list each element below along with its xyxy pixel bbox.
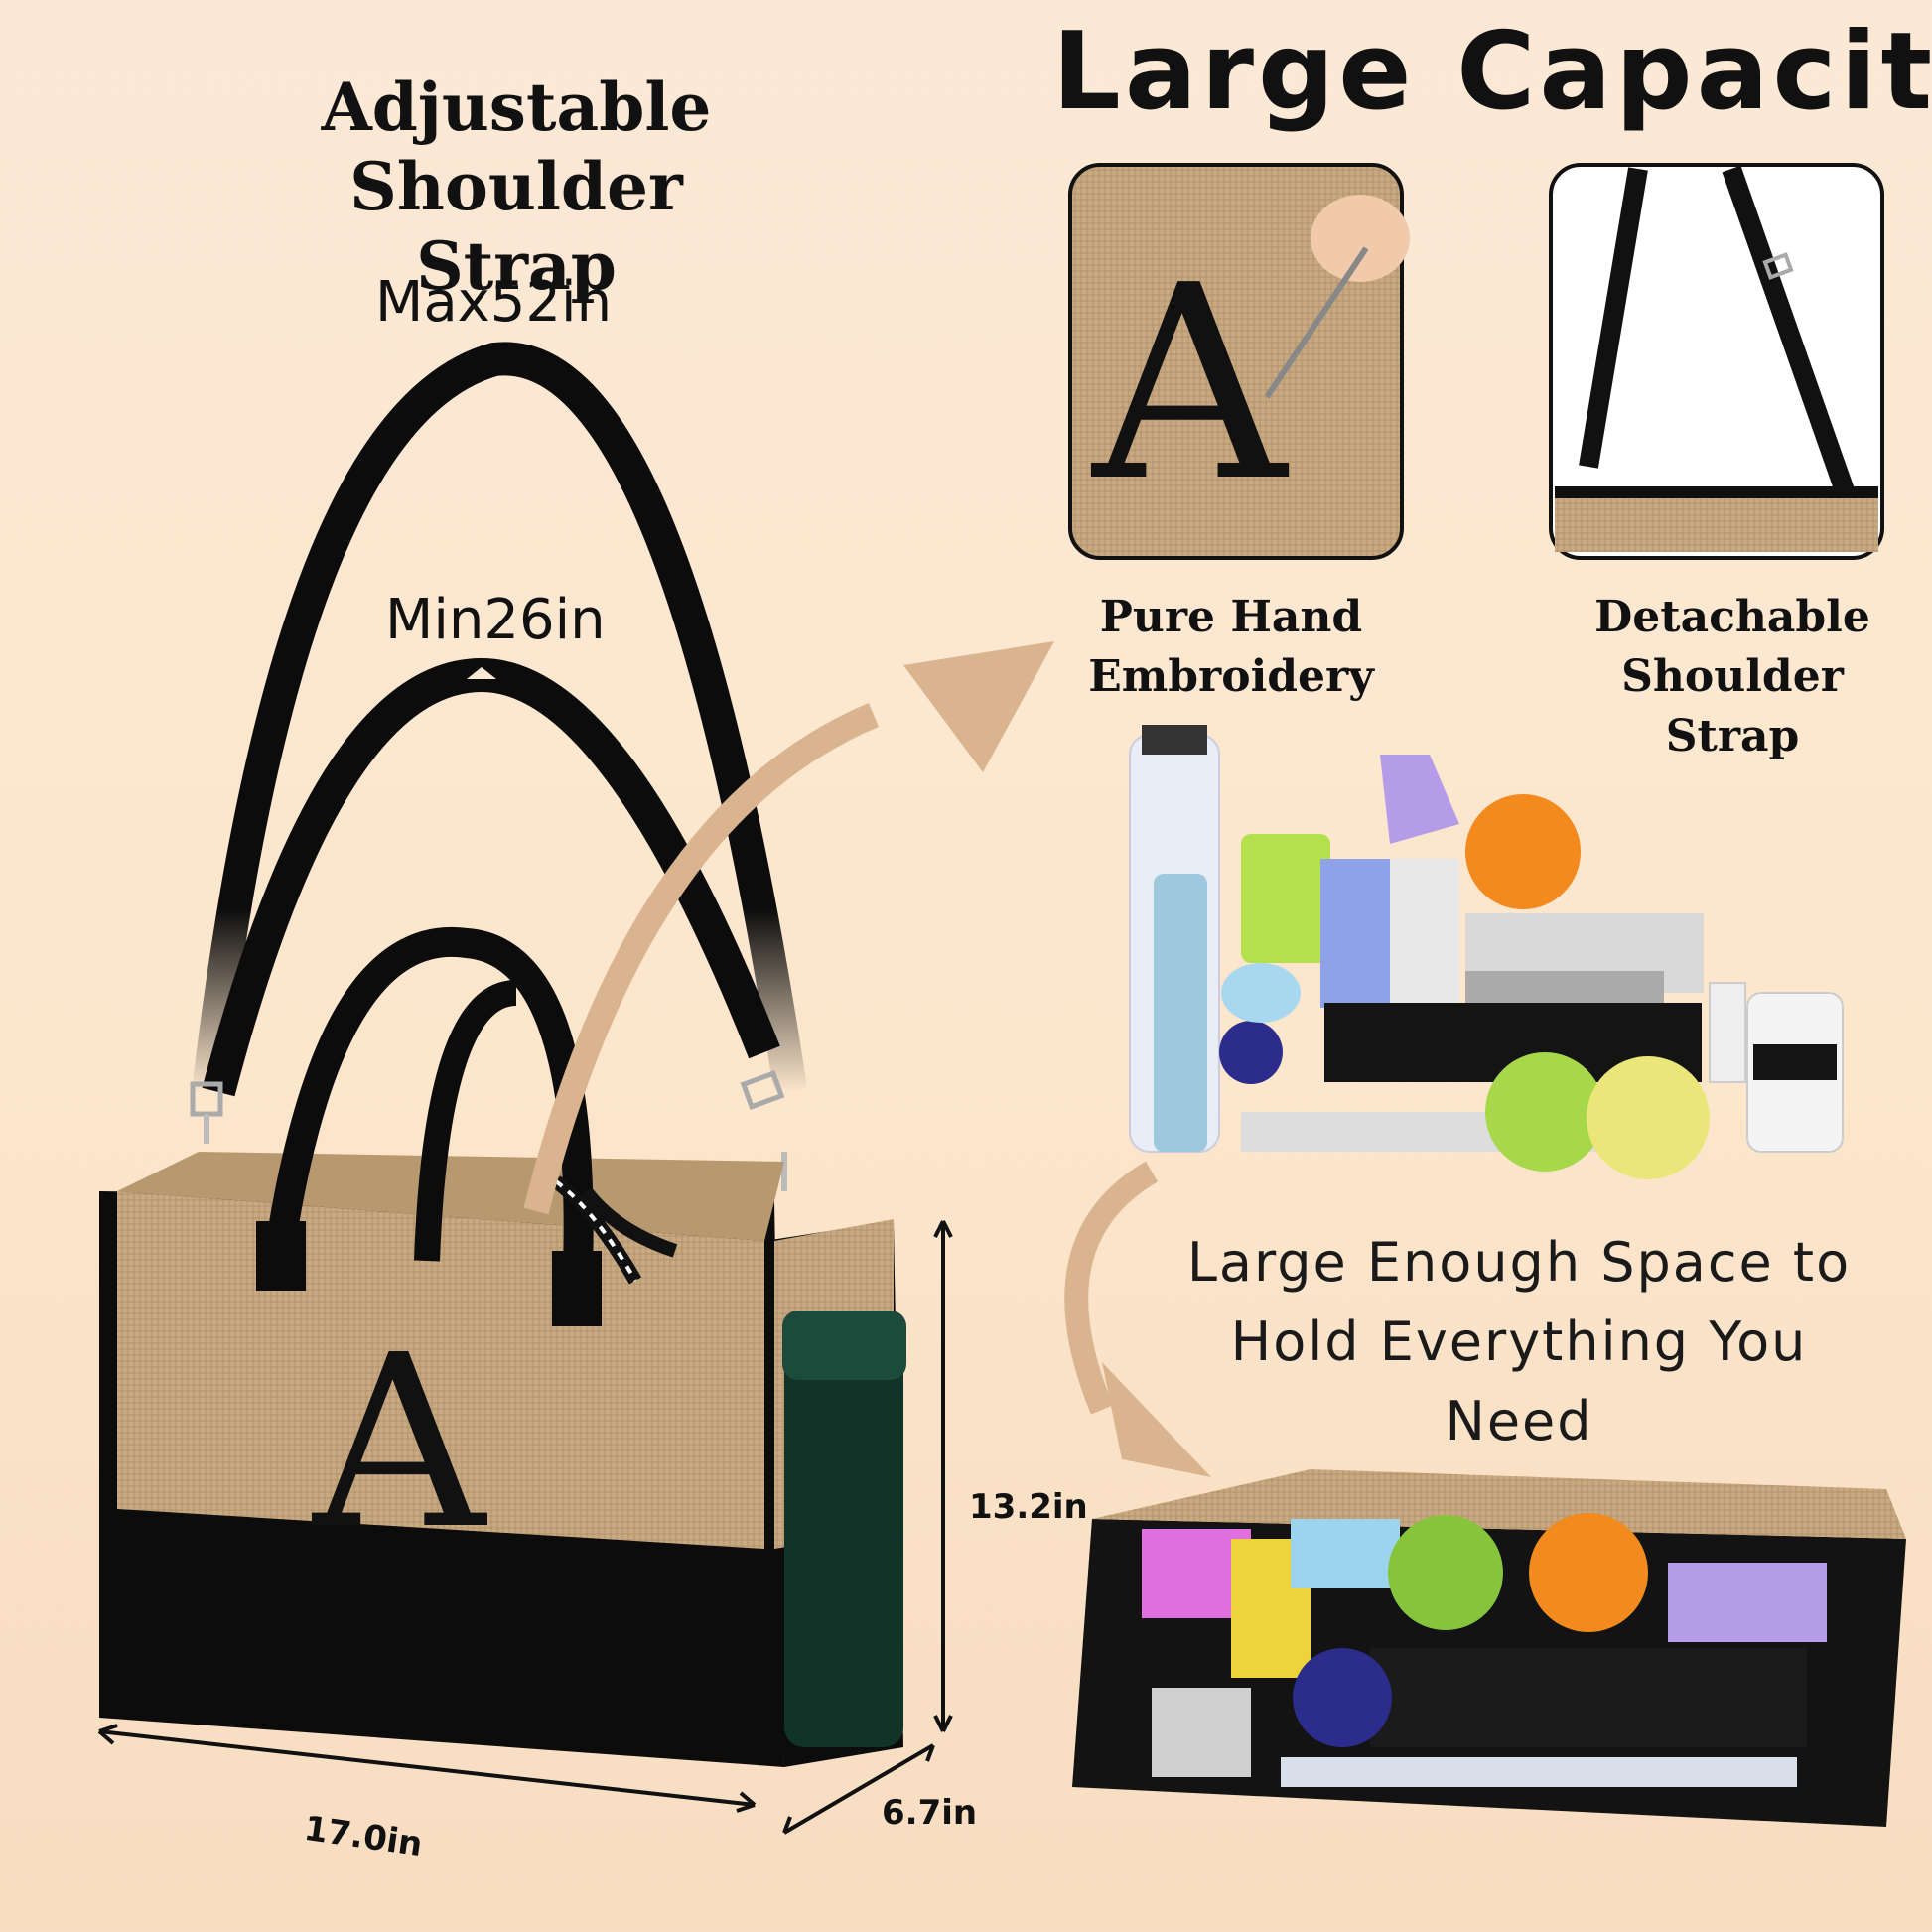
flow-arrow-upper: [523, 641, 1054, 1215]
flow-arrow-lower: [1064, 1161, 1211, 1477]
min-length-label: Min26in: [385, 588, 606, 652]
depth-dimension-label: 6.7in: [882, 1793, 978, 1833]
items-group-photo: [1129, 725, 1844, 1179]
adjustable-title-line2: Shoulder Strap: [349, 148, 683, 305]
capacity-line2: Hold Everything You Need: [1230, 1311, 1808, 1452]
capacity-line1: Large Enough Space to: [1186, 1231, 1852, 1294]
min-strap: [202, 657, 780, 1097]
embroidery-caption-line1: Pure Hand: [1099, 592, 1363, 642]
adjustable-title-line1: Adjustable: [321, 69, 712, 146]
embroidery-monogram: A: [1088, 227, 1290, 540]
max-length-label: Max52in: [375, 270, 613, 335]
embroidery-photo: [1068, 163, 1410, 560]
capacity-description: Large Enough Space to Hold Everything Yo…: [1152, 1223, 1886, 1461]
page-title: Large Capacity: [1052, 10, 1932, 134]
max-strap: [192, 342, 806, 1109]
detachable-strap-caption: Detachable Shoulder Strap: [1549, 588, 1916, 766]
adjustable-strap-title: Adjustable Shoulder Strap: [248, 68, 784, 306]
embroidery-caption: Pure Hand Embroidery: [1052, 588, 1410, 707]
detachable-strap-photo: [1549, 163, 1884, 560]
height-dimension-label: 13.2in: [969, 1487, 1088, 1527]
detachable-caption-line1: Detachable: [1594, 592, 1870, 642]
tote-bag: [99, 926, 906, 1767]
dimension-lines: [97, 1220, 953, 1835]
bag-monogram: A: [311, 1304, 487, 1582]
strap-buckles: [190, 1070, 787, 1191]
detachable-caption-line2: Shoulder Strap: [1621, 651, 1844, 761]
embroidery-caption-line2: Embroidery: [1088, 651, 1374, 702]
open-bag-photo: [1072, 1469, 1906, 1827]
